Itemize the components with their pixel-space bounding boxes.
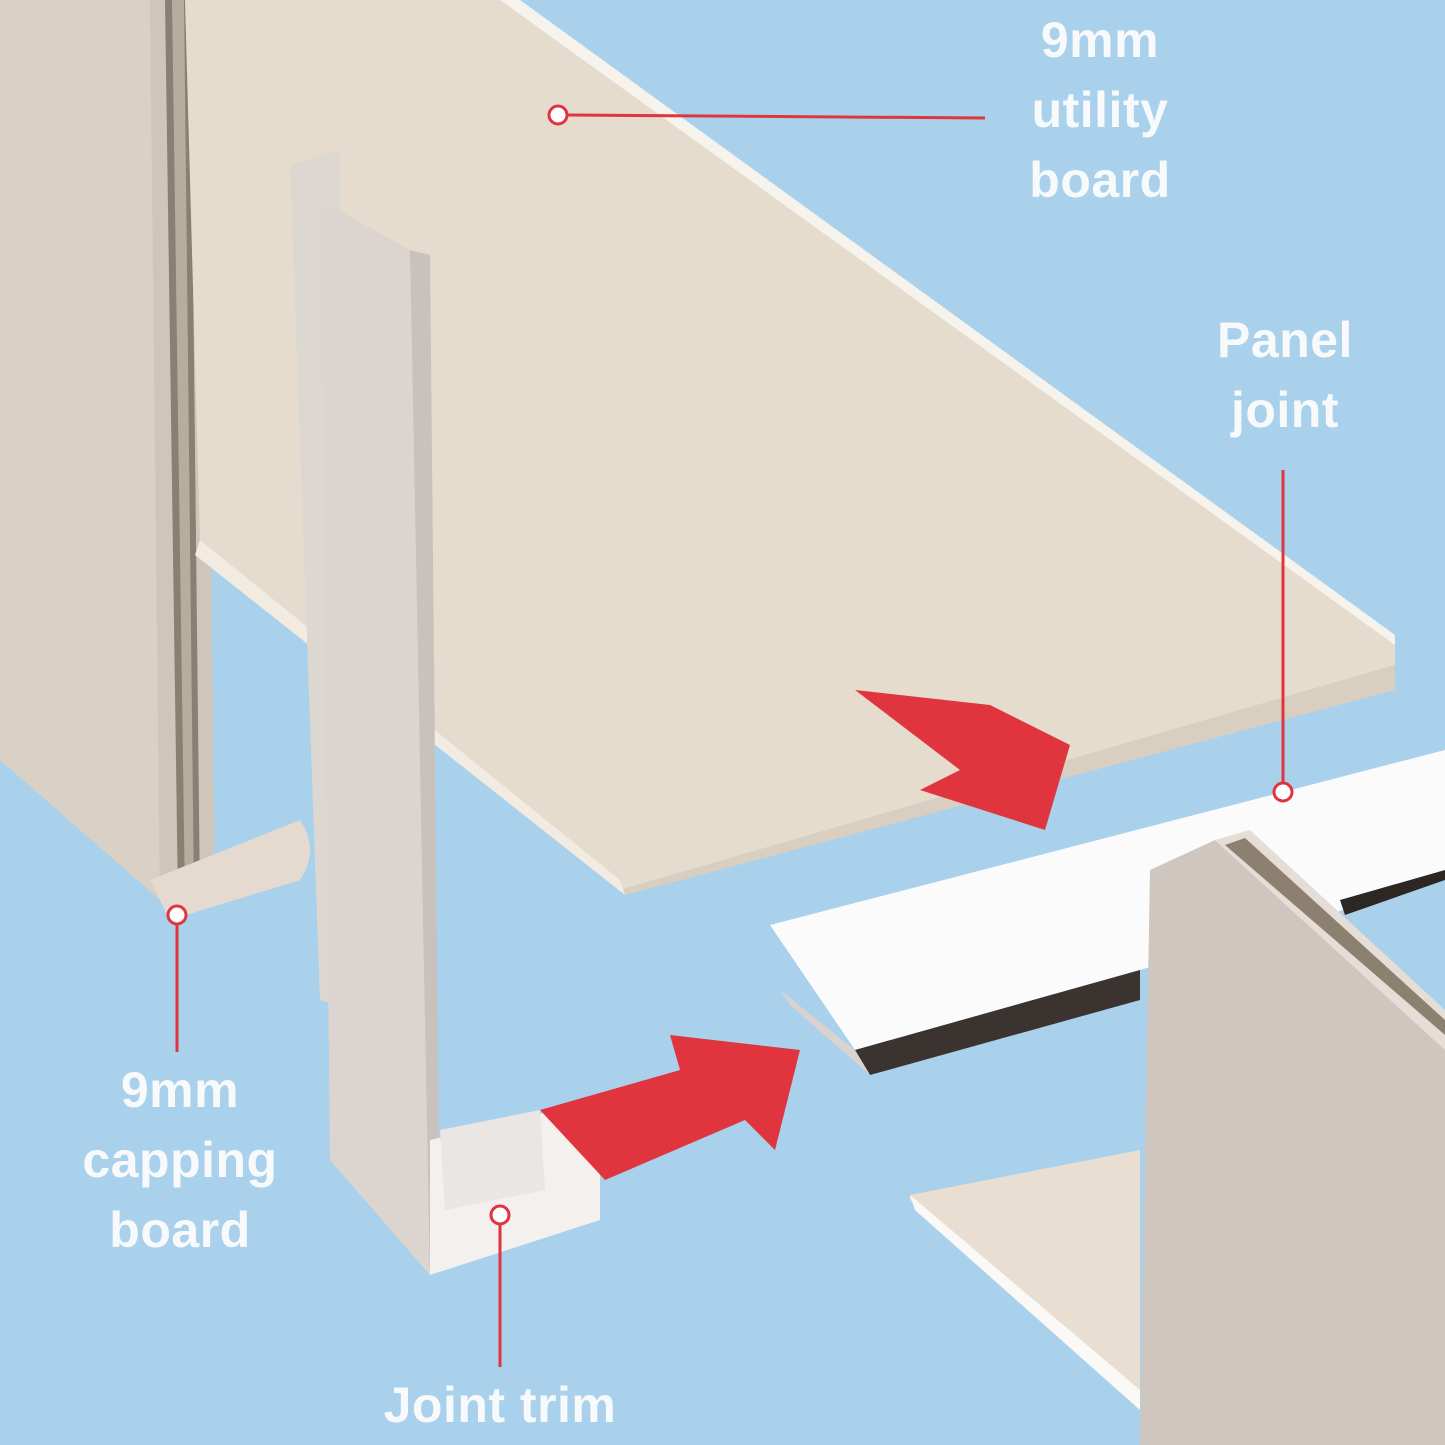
label-line: joint bbox=[1230, 382, 1340, 438]
arrow-right-icon bbox=[540, 1035, 800, 1180]
leader-lines bbox=[166, 104, 1294, 1367]
capping-board-right bbox=[910, 830, 1445, 1445]
label-utility-board: 9mm utility board bbox=[985, 5, 1215, 215]
label-joint-trim: Joint trim bbox=[345, 1370, 655, 1440]
label-line: Joint trim bbox=[383, 1377, 617, 1433]
label-panel-joint: Panel joint bbox=[1180, 305, 1390, 445]
label-capping-board: 9mm capping board bbox=[60, 1055, 300, 1265]
label-line: utility bbox=[1031, 82, 1169, 138]
label-line: 9mm bbox=[1040, 12, 1160, 68]
label-line: Panel bbox=[1217, 312, 1353, 368]
joint-trim bbox=[290, 150, 600, 1275]
label-line: capping bbox=[82, 1132, 278, 1188]
capping-board-left bbox=[0, 0, 310, 920]
arrow-down-right-icon bbox=[855, 690, 1070, 830]
label-line: board bbox=[1029, 152, 1171, 208]
label-line: 9mm bbox=[120, 1062, 240, 1118]
label-line: board bbox=[109, 1202, 251, 1258]
panel-joint bbox=[770, 750, 1445, 1075]
